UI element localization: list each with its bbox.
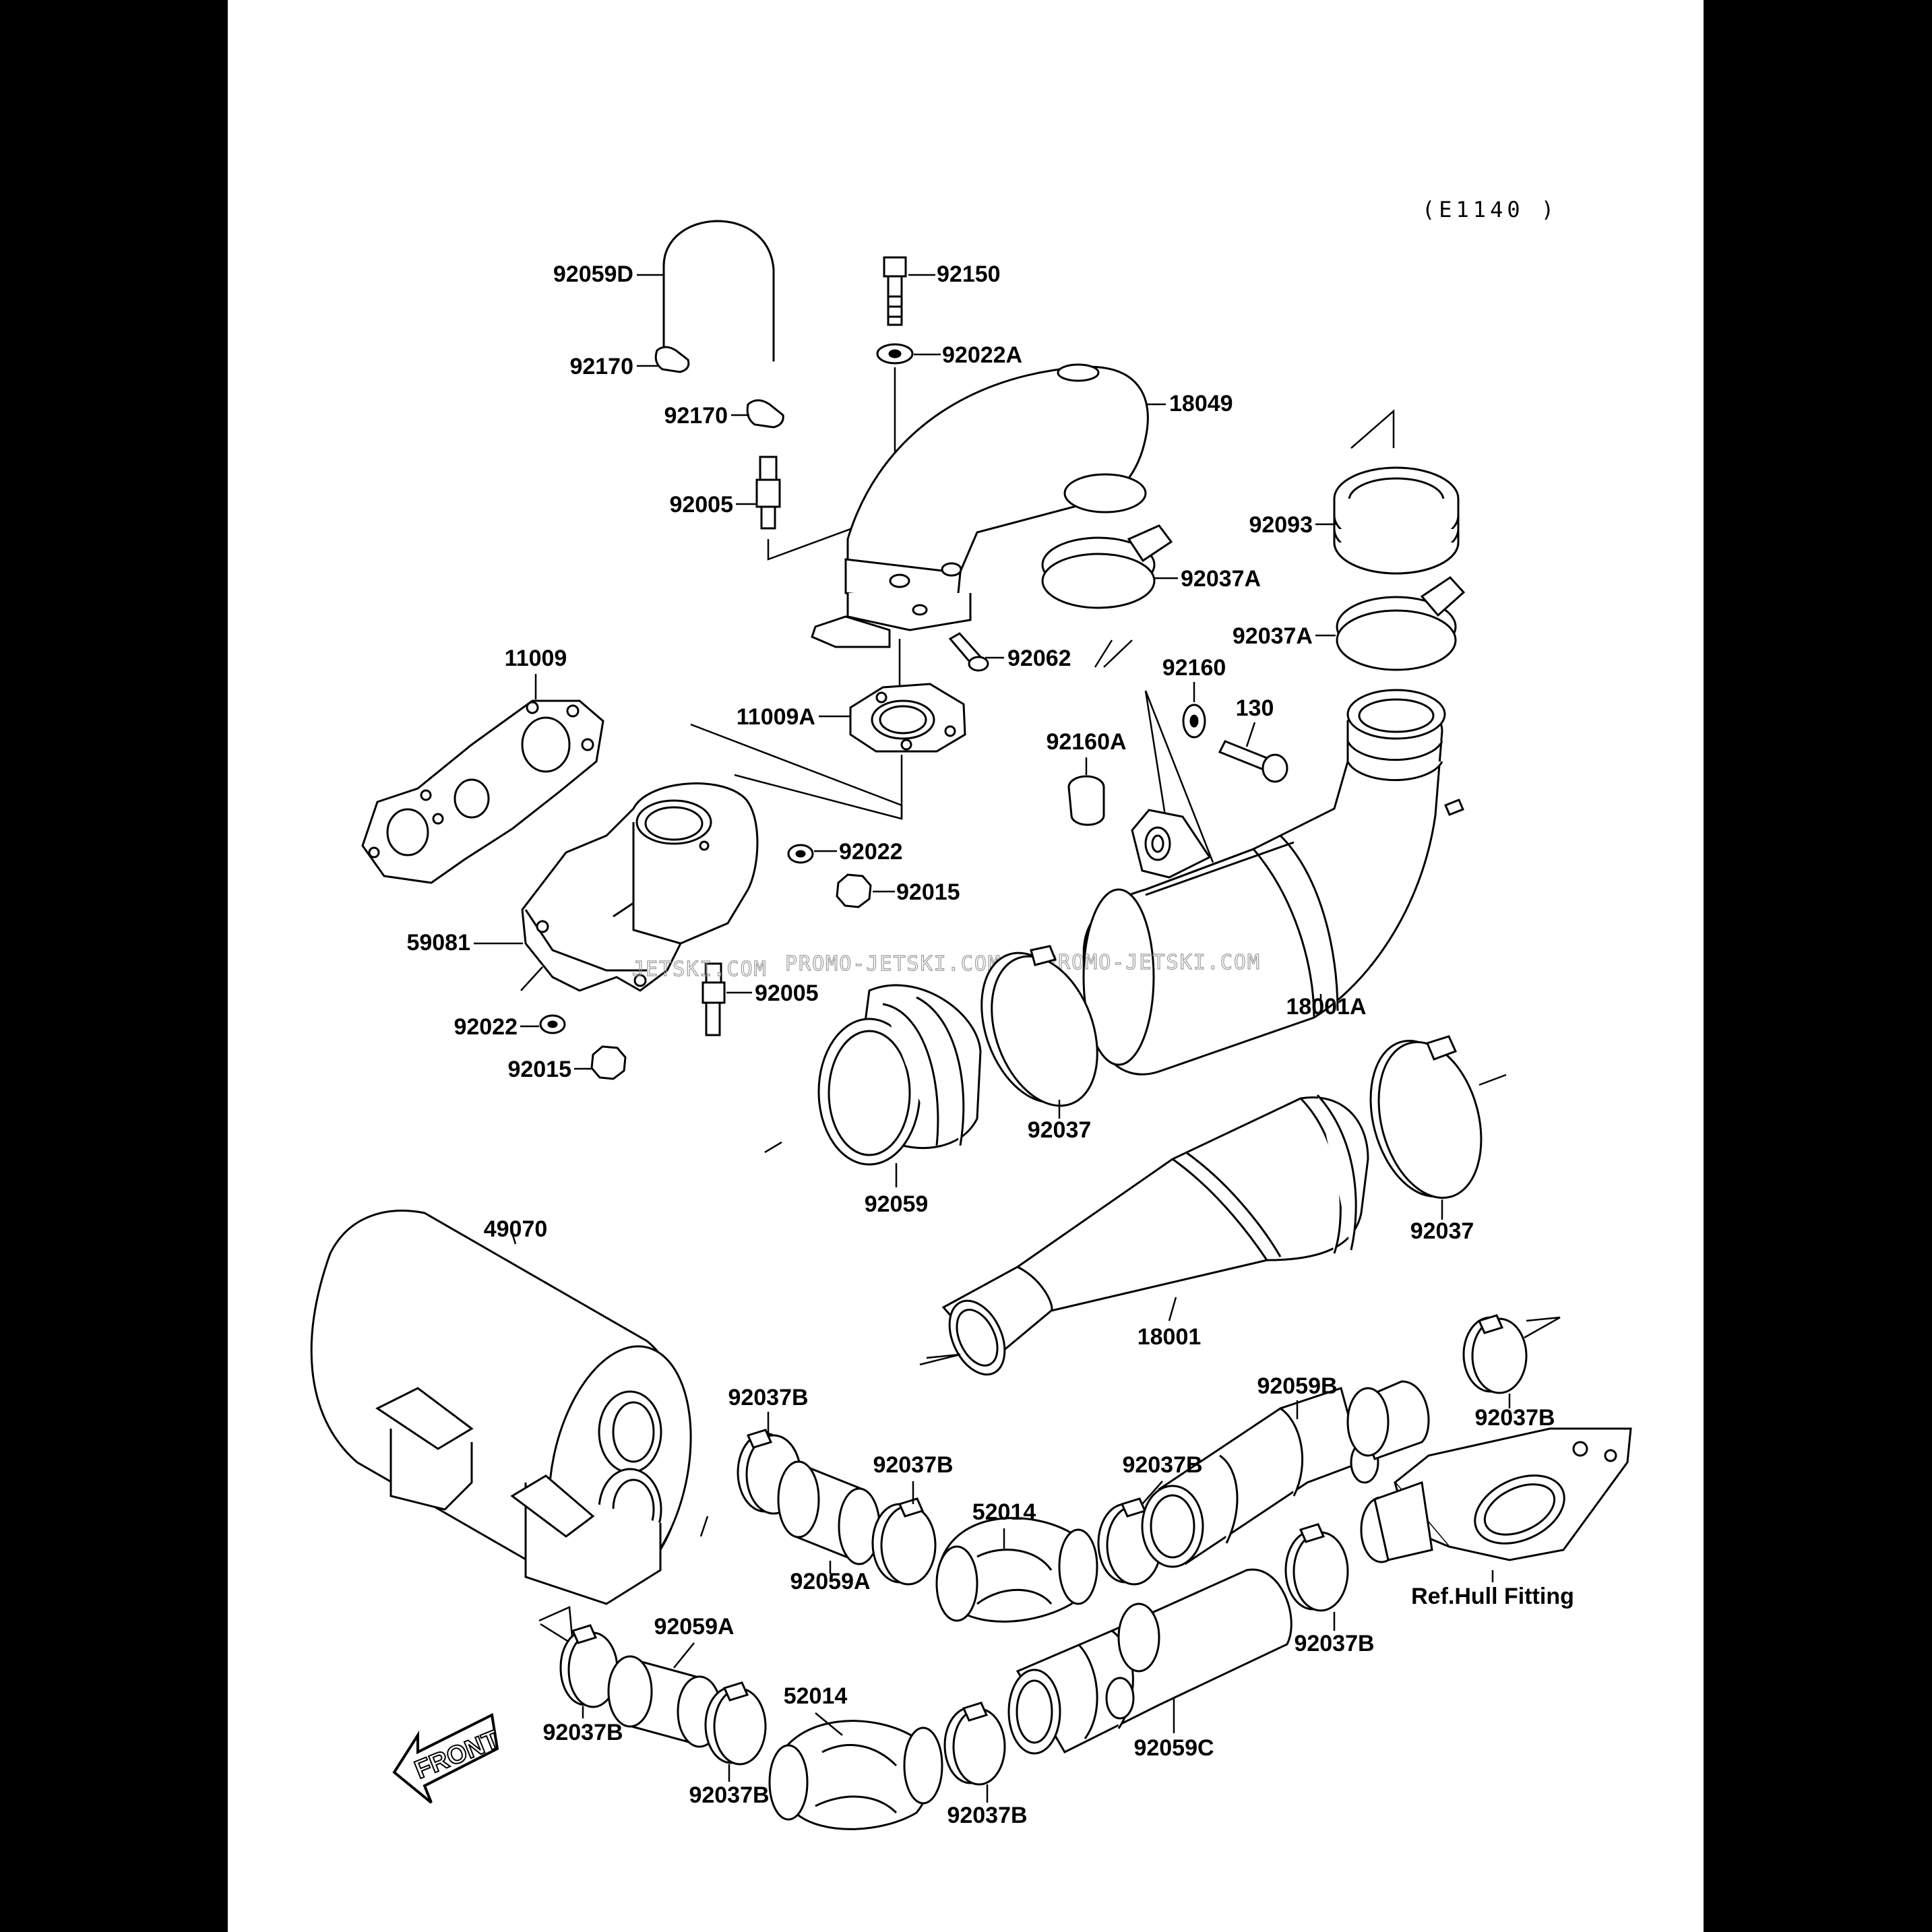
clamp-92037b-d <box>1462 1314 1528 1394</box>
part-label: 92037B <box>947 1803 1027 1828</box>
washer-92022-lower <box>539 1014 566 1034</box>
clamp-92037b-g <box>704 1681 767 1766</box>
part-label: 92037 <box>1028 1117 1092 1143</box>
manifold-59081 <box>521 782 759 992</box>
part-label: 92170 <box>664 403 728 429</box>
clamp-92170-lower <box>746 399 784 429</box>
part-label: 92160A <box>1046 729 1126 755</box>
manifold-18049 <box>811 363 1149 648</box>
part-label: 92022 <box>454 1014 518 1040</box>
watermark-3: PROMO-JETSKI.COM <box>1045 951 1261 974</box>
clamp-92170-upper <box>654 346 690 373</box>
fitting-92005-upper <box>755 456 781 530</box>
part-label: 92037A <box>1181 566 1261 592</box>
part-label: 92005 <box>755 980 819 1006</box>
part-label: 92037A <box>1233 623 1313 649</box>
exhaust-pipe-18001a <box>1082 689 1464 1076</box>
clamp-92037b-h <box>943 1702 1006 1786</box>
elbow-52014-upper <box>935 1517 1098 1623</box>
part-label: 92022A <box>942 342 1022 368</box>
washer-92022-upper <box>787 844 814 864</box>
diagram-code: (E1140 ) <box>1422 197 1558 222</box>
part-label: 92059B <box>1257 1373 1337 1399</box>
clamp-92037a-left <box>1041 524 1173 609</box>
muffler-49070 <box>310 1210 692 1605</box>
hull-fitting <box>1360 1427 1632 1563</box>
part-label: 130 <box>1236 695 1274 721</box>
part-label: 49070 <box>484 1216 548 1242</box>
hose-92059b <box>1141 1380 1430 1568</box>
clamp-92037b-f <box>559 1624 619 1708</box>
watermark-2: PROMO-JETSKI.COM <box>785 952 1001 976</box>
leader-line <box>815 1712 843 1736</box>
part-label: 52014 <box>784 1683 848 1709</box>
part-label: 92037B <box>873 1452 953 1478</box>
washer-92022a <box>876 343 914 365</box>
part-label: 18049 <box>1169 391 1233 416</box>
part-label: 92037B <box>542 1720 623 1745</box>
clamp-92037a-right <box>1336 576 1466 671</box>
part-label: 92037B <box>689 1782 769 1808</box>
hose-92059d <box>662 220 775 362</box>
washer-92160 <box>1182 704 1206 739</box>
part-label: 92170 <box>569 354 633 379</box>
part-label: 92005 <box>669 492 733 518</box>
part-label: 11009 <box>505 646 567 671</box>
watermark-1: JETSKI.COM <box>632 958 768 981</box>
reference-note: Ref.Hull Fitting <box>1411 1584 1574 1609</box>
part-label: 92037B <box>1294 1631 1374 1656</box>
gasket-11009a <box>849 683 966 753</box>
grommet-92160a <box>1067 775 1105 826</box>
part-label: 92062 <box>1007 646 1071 671</box>
nut-92015-upper <box>836 873 872 908</box>
leader-line <box>1168 1297 1177 1321</box>
elbow-52014-lower <box>768 1720 943 1830</box>
pipe-18001 <box>941 1094 1369 1376</box>
part-label: 92037B <box>1122 1452 1202 1478</box>
hose-92059a-upper <box>777 1460 881 1565</box>
gasket-11009 <box>361 699 604 884</box>
clamp-92037-mid <box>980 945 1098 1107</box>
coupler-92093 <box>1333 466 1460 575</box>
part-label: 92037 <box>1410 1218 1474 1244</box>
fitting-92062 <box>948 632 989 672</box>
part-label: 18001 <box>1138 1324 1202 1350</box>
part-label: 92059D <box>553 261 633 287</box>
part-label: 92037B <box>728 1385 808 1410</box>
part-label: 11009A <box>737 704 815 730</box>
part-labels: 92059D 92150 92170 92022A 92170 18049 92005 920… <box>406 261 1573 1828</box>
bolt-92150 <box>883 256 907 326</box>
part-label: 52014 <box>972 1499 1036 1525</box>
part-label: 18001A <box>1286 994 1366 1020</box>
nut-92015-lower <box>590 1045 627 1080</box>
part-label: 92093 <box>1249 512 1313 538</box>
clamp-92037b-e <box>1284 1523 1349 1612</box>
fitting-92005-lower <box>702 962 726 1036</box>
part-label: 92015 <box>507 1057 571 1082</box>
part-label: 92015 <box>896 879 960 905</box>
clamp-92037-right <box>1369 1035 1483 1199</box>
leader-line <box>511 1233 517 1245</box>
hose-92059c <box>1007 1568 1292 1755</box>
coupler-92059 <box>817 984 982 1166</box>
part-label: 92150 <box>937 261 1001 287</box>
clamp-92037b-b <box>871 1497 937 1586</box>
part-label: 92059C <box>1133 1735 1214 1761</box>
bolt-130 <box>1218 740 1288 783</box>
part-label: 59081 <box>406 930 470 956</box>
part-label: 92059 <box>865 1191 929 1217</box>
leader-line <box>673 1642 695 1669</box>
hose-92059a-lower <box>607 1655 722 1748</box>
part-label: 92160 <box>1162 655 1226 681</box>
part-label: 92022 <box>839 839 903 865</box>
part-label: 92059A <box>654 1614 734 1640</box>
part-label: 92059A <box>790 1569 870 1594</box>
leader-line <box>1142 1481 1163 1505</box>
part-label: 92037B <box>1474 1405 1555 1431</box>
leader-line <box>1245 722 1256 747</box>
